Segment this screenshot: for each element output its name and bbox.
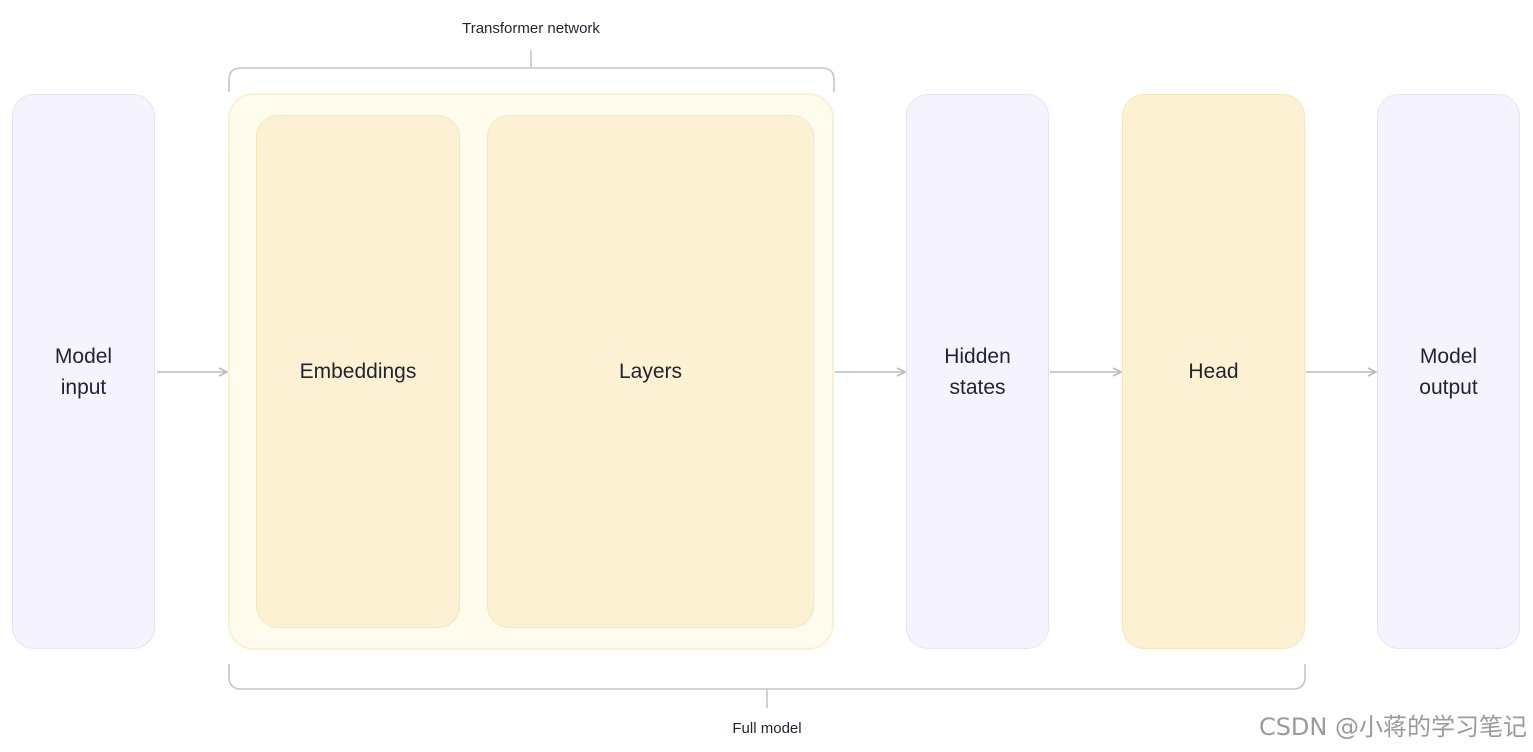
model-input-label: Model input: [54, 344, 113, 399]
model-output-node: Model output: [1377, 94, 1520, 649]
layers-node: Layers: [487, 115, 814, 628]
model-input-node: Model input: [12, 94, 155, 649]
full-model-caption: Full model: [732, 720, 802, 737]
transformer-network-bracket: [228, 50, 835, 92]
head-node: Head: [1122, 94, 1305, 649]
embeddings-label: Embeddings: [299, 360, 417, 383]
layers-label: Layers: [618, 360, 683, 383]
head-label: Head: [1188, 360, 1239, 383]
full-model-bracket: [228, 664, 1306, 708]
embeddings-node: Embeddings: [256, 115, 460, 628]
hidden-states-label: Hidden states: [944, 344, 1011, 399]
csdn-watermark: CSDN @小蒋的学习笔记: [1258, 713, 1527, 741]
transformer-network-caption: Transformer network: [462, 20, 600, 37]
model-output-label: Model output: [1419, 344, 1478, 399]
hidden-states-node: Hidden states: [906, 94, 1049, 649]
